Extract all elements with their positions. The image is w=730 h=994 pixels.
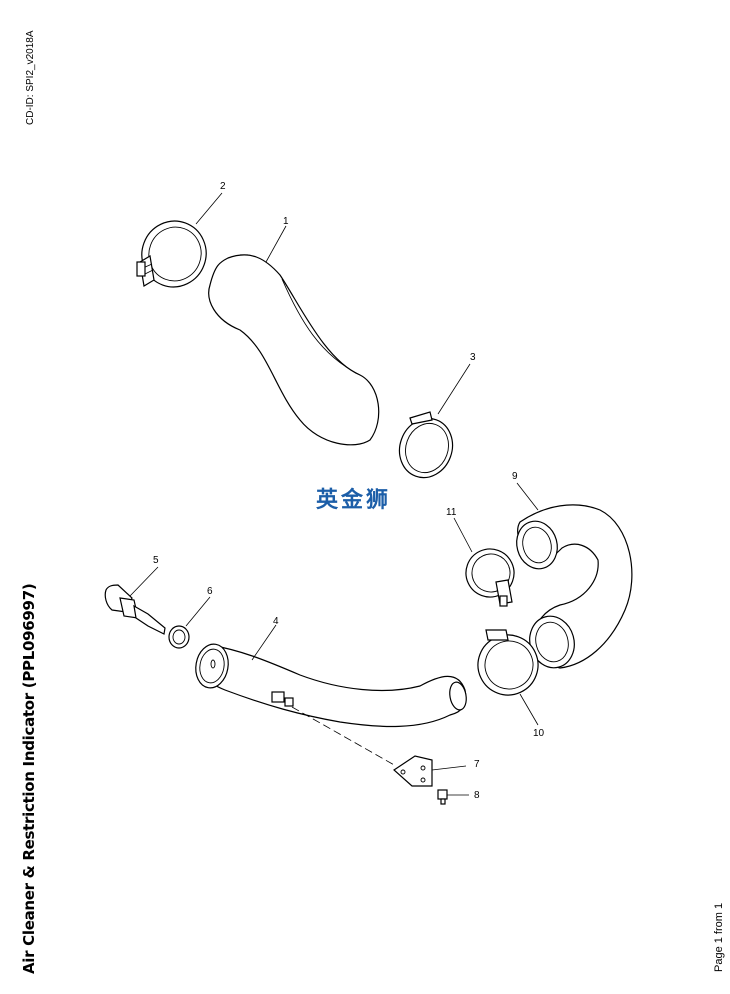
assembly-line — [291, 706, 397, 767]
callout-9: 9 — [512, 471, 518, 482]
part-10-hose-clamp — [477, 629, 539, 696]
callout-3: 3 — [470, 352, 476, 363]
part-1-curved-hose — [208, 254, 380, 446]
leader-lines — [129, 192, 539, 796]
callout-2: 2 — [220, 181, 226, 192]
part-2-hose-clamp — [136, 220, 207, 288]
callout-11: 11 — [446, 507, 457, 518]
part-8-bolt — [437, 789, 448, 805]
part-3-hose-clamp — [398, 411, 454, 479]
part-7-bracket — [393, 755, 433, 787]
part-11-hose-clamp — [465, 548, 515, 607]
callout-7: 7 — [474, 759, 480, 770]
part-9-u-elbow — [516, 504, 633, 669]
part-4-intake-pipe — [195, 643, 467, 728]
callout-10: 10 — [533, 728, 545, 739]
callout-4: 4 — [273, 616, 279, 627]
callout-6: 6 — [207, 586, 213, 597]
callout-1: 1 — [283, 216, 289, 227]
part-6-o-ring — [168, 625, 190, 649]
part-5-restriction-indicator — [104, 584, 166, 635]
watermark-logo: 英金狮 — [316, 488, 392, 513]
callout-8: 8 — [474, 790, 480, 801]
callout-5: 5 — [153, 555, 159, 566]
